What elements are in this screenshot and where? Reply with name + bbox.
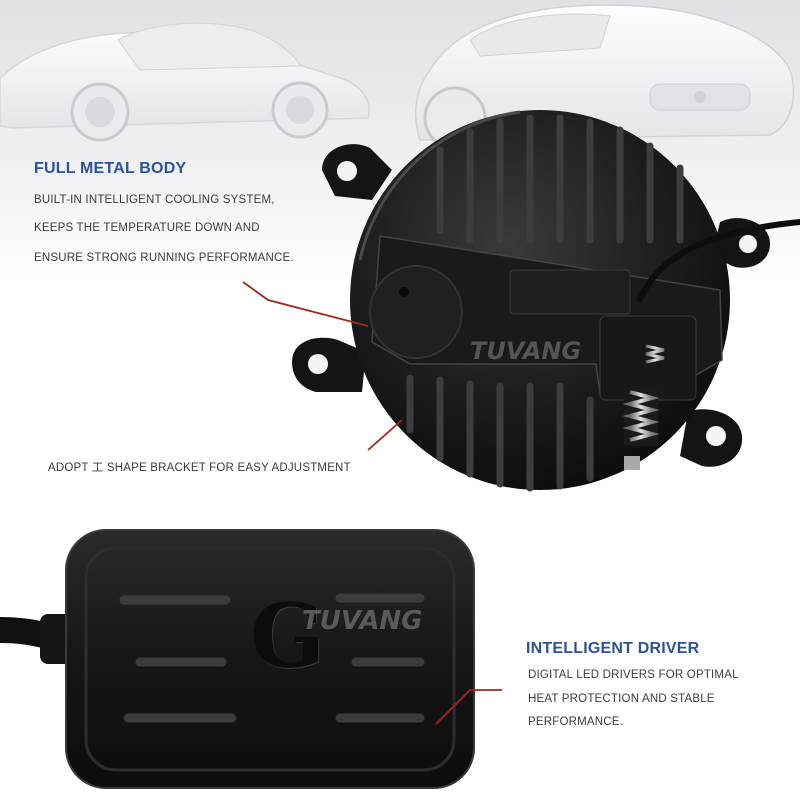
- car-left-silhouette: [0, 22, 370, 142]
- callout-line-bracket: [367, 419, 403, 451]
- driver-logo: G: [250, 584, 326, 688]
- callout-line-driver: [435, 689, 502, 725]
- driver-line-2: HEAT PROTECTION AND STABLE: [528, 693, 715, 705]
- driver-title: INTELLIGENT DRIVER: [526, 640, 700, 657]
- driver-brand-mark: TUVANG: [302, 606, 423, 636]
- callout-line-body: [242, 281, 369, 327]
- driver-line-3: PERFORMANCE.: [528, 716, 624, 728]
- driver-grooves: [119, 593, 425, 723]
- fog-lamp: [292, 110, 800, 492]
- callout-lines: [242, 281, 502, 725]
- cooling-fins: [406, 114, 684, 492]
- mount-tab-top-left: [322, 144, 392, 200]
- metal-body-line-3: ENSURE STRONG RUNNING PERFORMANCE.: [34, 252, 294, 264]
- bracket-caption: ADOPT 工 SHAPE BRACKET FOR EASY ADJUSTMEN…: [48, 462, 351, 474]
- metal-body-title: FULL METAL BODY: [34, 160, 187, 177]
- lamp-brand-mark: TUVANG: [470, 337, 582, 365]
- driver-line-1: DIGITAL LED DRIVERS FOR OPTIMAL: [528, 669, 739, 681]
- mount-tab-left: [292, 337, 366, 392]
- metal-body-line-1: BUILT-IN INTELLIGENT COOLING SYSTEM,: [34, 194, 275, 206]
- metal-body-line-2: KEEPS THE TEMPERATURE DOWN AND: [34, 222, 260, 234]
- lamp-cable: [637, 219, 800, 303]
- adjustment-spring: [622, 344, 665, 470]
- led-driver: [0, 529, 475, 789]
